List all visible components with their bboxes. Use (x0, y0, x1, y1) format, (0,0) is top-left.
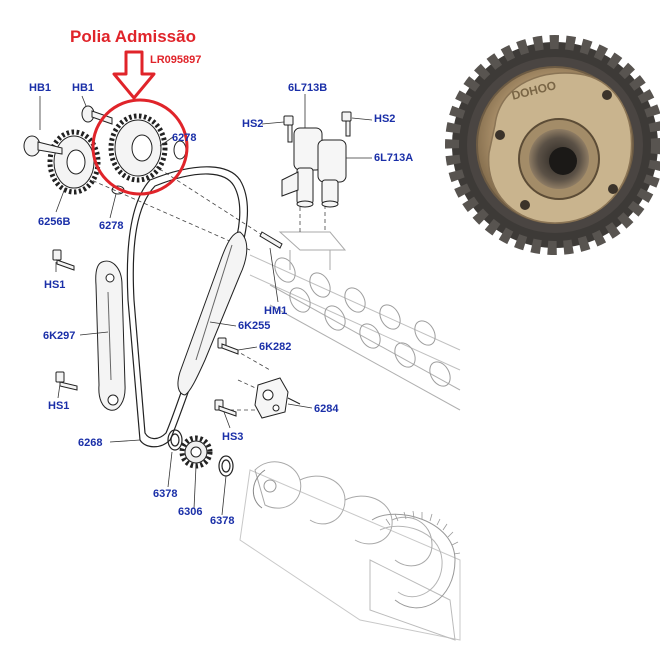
label-hs3: HS3 (222, 431, 244, 443)
annotation-title: Polia Admissão (70, 27, 196, 46)
crankshaft-drawing (239, 461, 461, 641)
label-6378-front: 6378 (153, 488, 178, 500)
label-hb1-left: HB1 (29, 82, 52, 94)
bolt-hs2-right (341, 111, 352, 137)
photo-bolt-hole (520, 200, 530, 210)
leader-lines (79, 149, 326, 411)
label-6256b: 6256B (38, 216, 71, 228)
label-6k282: 6K282 (259, 341, 292, 353)
label-6l713b: 6L713B (288, 82, 328, 94)
label-6284: 6284 (314, 403, 339, 415)
chain-guide-6k255 (177, 231, 248, 396)
bolt-hs1-lower (55, 371, 78, 391)
product-photo: DOHOO (445, 35, 660, 255)
label-leaders (39, 94, 373, 516)
label-hb1-right: HB1 (72, 82, 95, 94)
bolt-6k282 (217, 337, 239, 355)
vct-sprocket-6256b (47, 129, 101, 195)
label-6278-front: 6278 (172, 132, 197, 144)
crank-sprocket-6306 (179, 435, 213, 469)
highlight-circle (91, 98, 189, 196)
label-hs1-upper: HS1 (44, 279, 66, 291)
label-6l713a: 6L713A (374, 152, 414, 164)
label-6278-rear: 6278 (99, 220, 124, 232)
tensioner-arm-6k297 (95, 260, 126, 411)
chain-tensioner-6284 (254, 377, 301, 419)
bolt-hm1 (259, 231, 283, 249)
highlight-annotation (91, 50, 189, 196)
label-6k255: 6K255 (238, 320, 271, 332)
label-6268: 6268 (78, 437, 103, 449)
bolt-hb1-left (23, 135, 63, 157)
annotation-part-number: LR095897 (150, 54, 202, 66)
solenoid-6l713a (317, 139, 347, 208)
bolt-hs3 (214, 399, 237, 417)
label-6k297: 6K297 (43, 330, 76, 342)
highlight-arrow (112, 50, 156, 100)
label-hs2-right: HS2 (374, 113, 396, 125)
bolt-hs1-upper (52, 249, 75, 271)
photo-bolt-hole (495, 130, 505, 140)
label-hm1: HM1 (264, 305, 288, 317)
photo-bolt-hole (602, 90, 612, 100)
label-hs1-lower: HS1 (48, 400, 70, 412)
timing-chain (126, 166, 248, 448)
vct-sprocket-intake (108, 113, 168, 183)
photo-bolt-hole (608, 184, 618, 194)
label-6378-rear: 6378 (210, 515, 235, 527)
washer-6378-front (167, 429, 183, 451)
label-6306: 6306 (178, 506, 203, 518)
camshafts-drawing (249, 231, 461, 411)
label-hs2-left: HS2 (242, 118, 264, 130)
bolt-hs2-left (283, 115, 294, 143)
washer-6378-rear (218, 455, 234, 477)
